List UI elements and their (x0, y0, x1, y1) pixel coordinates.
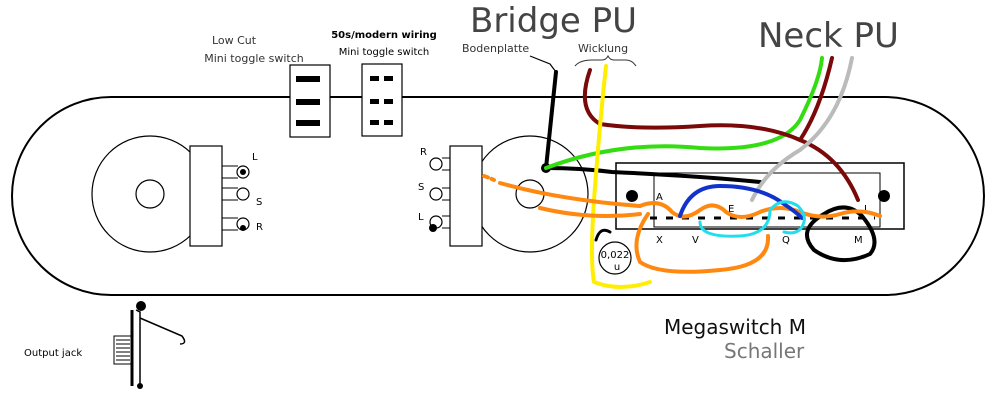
volume-pot-left (91, 135, 250, 253)
wiring-label-line1: 50s/modern wiring (331, 30, 437, 41)
schaller-label: Schaller (724, 339, 805, 363)
low-cut-toggle-switch (289, 64, 331, 138)
wire-bridge-red (582, 68, 860, 202)
capacitor (598, 241, 632, 275)
switch-terminal-x: X (656, 235, 663, 246)
pot-left-terminal-l: L (252, 152, 258, 163)
bodenplatte-label: Bodenplatte (462, 42, 529, 55)
capacitor-unit: u (614, 262, 620, 273)
switch-terminal-a: A (656, 192, 663, 203)
switch-terminal-l: L (864, 204, 870, 215)
bodenplatte-pointer (529, 55, 557, 73)
output-jack (113, 301, 186, 389)
wires (482, 56, 882, 289)
wire-cap-lead (594, 228, 612, 242)
wire-blue (678, 184, 804, 220)
switch-terminal-v: V (692, 235, 699, 246)
wire-orange-dash (482, 174, 496, 182)
pot-left-terminal-r: R (256, 222, 263, 233)
wire-orange-loop (634, 212, 771, 274)
low-cut-label-line1: Low Cut (212, 34, 257, 47)
wire-neck-green (544, 56, 824, 170)
wire-neck-red (798, 56, 834, 142)
wire-neck-gray (750, 56, 854, 202)
capacitor-value: 0,022 (601, 250, 630, 261)
wiring-label-line2: Mini toggle switch (339, 47, 429, 58)
wicklung-brace (574, 54, 637, 67)
wire-ground-to-switch (544, 166, 762, 184)
wiring-toggle-switch (361, 63, 403, 137)
switch-terminal-q: Q (782, 235, 790, 246)
switch-terminal-m: M (854, 235, 863, 246)
output-jack-label: Output jack (24, 348, 82, 359)
control-plate (11, 96, 985, 296)
wire-orange-main (498, 181, 882, 219)
low-cut-label-line2: Mini toggle switch (204, 52, 304, 65)
megaswitch-label: Megaswitch M (664, 315, 806, 339)
wire-bridge-yellow (590, 64, 652, 289)
pot-right-terminal-l: L (418, 212, 424, 223)
switch-terminal-e: E (728, 204, 734, 215)
pot-right-terminal-r: R (420, 147, 427, 158)
wire-cyan (698, 200, 806, 238)
pot-left-terminal-s: S (256, 197, 262, 208)
wire-black-loop (804, 205, 877, 262)
tone-pot-right (429, 135, 589, 253)
pot-right-terminal-s: S (418, 182, 424, 193)
wicklung-label: Wicklung (578, 42, 628, 55)
wire-orange-pot (538, 206, 642, 218)
neck-pu-title: Neck PU (758, 16, 899, 56)
wire-bridge-ground (544, 70, 558, 170)
bridge-pu-title: Bridge PU (470, 1, 637, 41)
